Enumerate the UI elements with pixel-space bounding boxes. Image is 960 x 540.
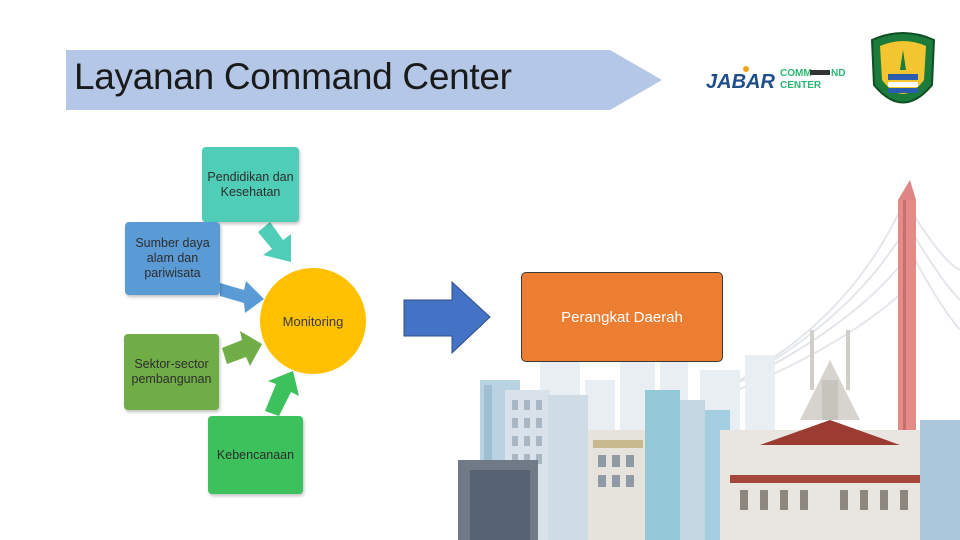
monitoring-label: Monitoring: [282, 313, 344, 329]
arrow-kebencanaan: [265, 371, 299, 416]
perangkat-label: Perangkat Daerah: [561, 308, 683, 326]
buildings: [458, 330, 960, 540]
logo-command-text-end: ND: [831, 68, 845, 79]
category-sumber-daya: Sumber daya alam dan pariwisata: [125, 222, 220, 295]
logo-jabar-text: JABAR: [706, 71, 775, 93]
logo-center-text: CENTER: [780, 80, 822, 91]
category-pendidikan-kesehatan: Pendidikan dan Kesehatan: [202, 147, 299, 222]
jabar-command-center-logo: JABAR COMM ND CENTER: [706, 60, 856, 100]
arrow-sektor: [222, 331, 262, 366]
monitoring-circle: Monitoring: [260, 268, 366, 374]
logo-command-text: COMM: [780, 68, 812, 79]
west-java-seal-logo: [866, 30, 940, 114]
tower: [898, 180, 916, 500]
category-label: Sumber daya alam dan pariwisata: [135, 236, 210, 280]
arrow-pendidikan: [258, 222, 291, 262]
category-sektor-pembangunan: Sektor-sector pembangunan: [124, 334, 219, 410]
category-kebencanaan: Kebencanaan: [208, 416, 303, 494]
page-title: Layanan Command Center: [74, 56, 512, 97]
signal-icon: [743, 66, 749, 72]
category-label: Sektor-sector pembangunan: [131, 357, 212, 386]
category-label: Kebencanaan: [216, 447, 295, 462]
arrow-sumber: [220, 281, 264, 313]
big-arrow: [403, 280, 491, 355]
perangkat-daerah-box: Perangkat Daerah: [521, 272, 723, 362]
category-label: Pendidikan dan Kesehatan: [207, 169, 294, 199]
title-banner: [66, 50, 662, 110]
